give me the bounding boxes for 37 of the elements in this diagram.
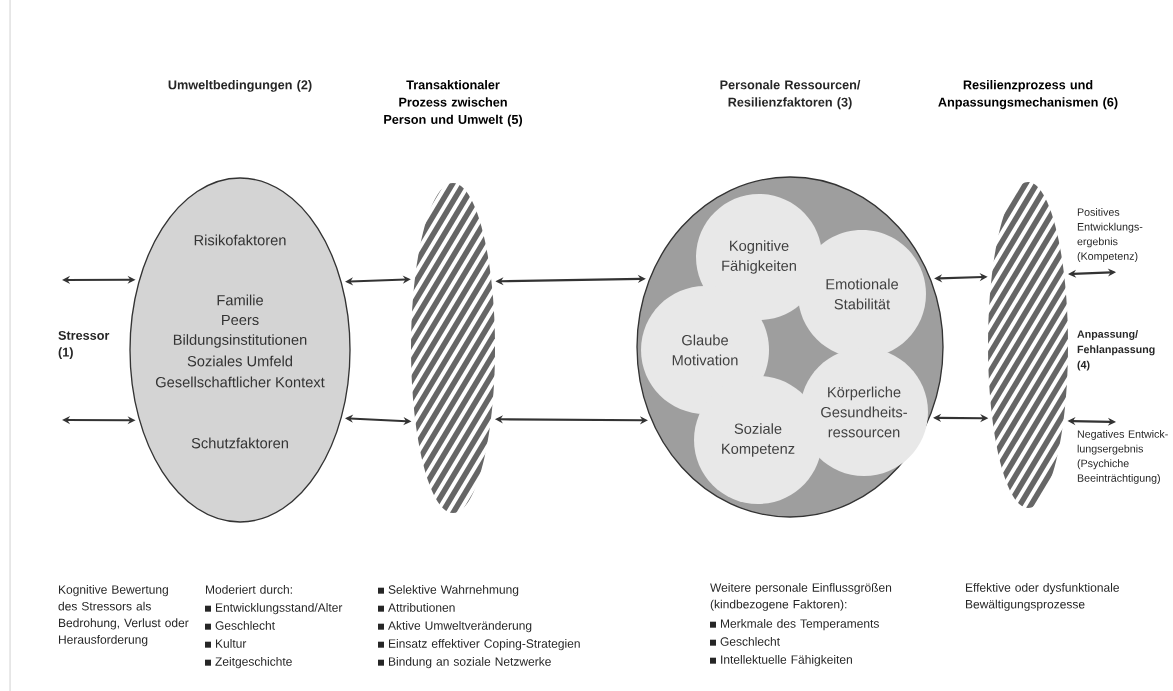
bullet-item: Aktive Umweltveränderung	[378, 621, 532, 633]
bullet-item: Einsatz effektiver Coping-Strategien	[378, 639, 580, 651]
bullet-item: Geschlecht	[205, 621, 275, 630]
bullet-item: Kultur	[205, 639, 247, 648]
column-heading: Resilienzprozess und Anpassungsmechanismen (6)	[938, 80, 1118, 110]
text-label: Negatives Entwick- lungsergebnis (Psychiche Beeinträchtigung)	[1077, 430, 1168, 484]
note-text: Weitere personale Einflussgrößen (kindbezogene Faktoren):	[710, 583, 892, 611]
bullet-item: Merkmale des Temperaments	[710, 619, 879, 631]
node-label: Soziale Kompetenz	[722, 423, 795, 457]
text-label: Positives Entwicklungs- ergebnis (Kompetenz)	[1077, 208, 1143, 262]
factor-label: Risikofaktoren	[194, 234, 286, 246]
note-text: Effektive oder dysfunktionale Bewältigungsprozesse	[966, 583, 1119, 611]
arrow	[1068, 268, 1116, 278]
bullet-item: Geschlecht	[710, 637, 780, 646]
text-label: Anpassung/ Fehlanpassung (4)	[1077, 330, 1155, 371]
column-heading: Umweltbedingungen (2)	[168, 80, 312, 92]
factor-label: Schutzfaktoren	[191, 437, 288, 449]
node-label: Glaube Motivation	[672, 334, 738, 366]
bullet-item: Bindung an soziale Netzwerke	[378, 657, 551, 669]
bullet-item: Entwicklungsstand/Alter	[205, 603, 343, 615]
list-item: Gesellschaftlicher Kontext	[155, 376, 325, 388]
note-text: Kognitive Bewertung des Stressors als Bedrohung, Verlust oder Herausforderung	[58, 585, 189, 647]
node-label: Emotionale Stabilität	[826, 278, 899, 310]
note-text: Moderiert durch:	[206, 585, 292, 594]
bullet-item: Intellektuelle Fähigkeiten	[710, 655, 852, 667]
list-item: Bildungsinstitutionen	[173, 334, 307, 348]
node-label: Kognitive Fähigkeiten	[722, 240, 796, 274]
column-heading: Transaktionaler Prozess zwischen Person und Umwelt (5)	[384, 80, 523, 127]
list-item: Familie	[217, 294, 263, 306]
column-heading: Personale Ressourcen/ Resilienzfaktoren (3)	[720, 80, 861, 110]
bullet-item: Selektive Wahrnehmung	[378, 585, 519, 597]
bullet-item: Attributionen	[378, 603, 455, 612]
bullet-item: Zeitgeschichte	[205, 657, 292, 669]
node-label: Körperliche Gesundheits- ressourcen	[821, 386, 907, 438]
list-item: Peers	[222, 314, 259, 326]
text-label: Stressor (1)	[58, 330, 110, 360]
list-item: Soziales Umfeld	[187, 355, 292, 367]
